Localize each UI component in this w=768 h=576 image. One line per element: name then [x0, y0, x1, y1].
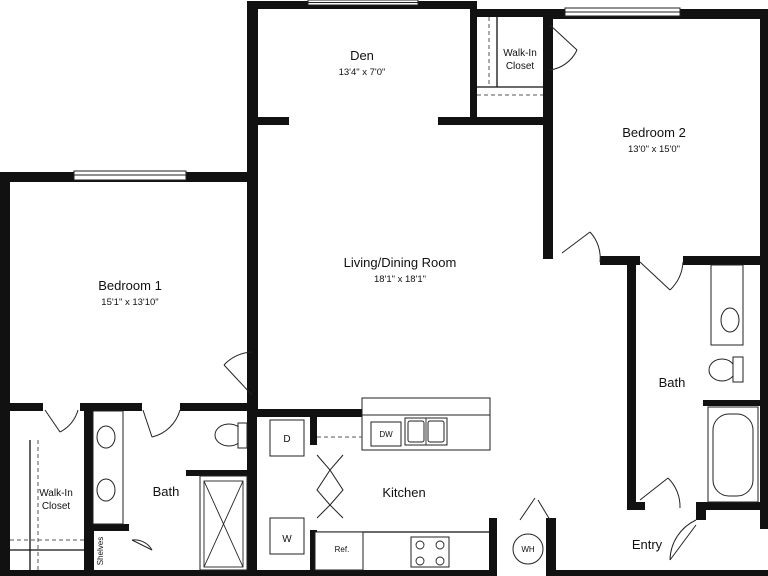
- kitchen-name: Kitchen: [382, 485, 425, 500]
- doors: [44, 24, 697, 561]
- bath-right-name: Bath: [659, 375, 686, 390]
- walkin-closet-left-line1: Walk-In: [39, 488, 73, 499]
- fixture-labels: D W DW Ref. WH Shelves: [96, 430, 535, 565]
- den-dims: 13'4" x 7'0": [339, 67, 386, 78]
- kitchen-fixtures: [269, 397, 544, 571]
- bedroom2-dims: 13'0" x 15'0": [628, 144, 680, 155]
- entry-name: Entry: [632, 537, 663, 552]
- windows: [73, 0, 681, 181]
- shelves-label: Shelves: [96, 537, 105, 565]
- walkin-closet-top-line2: Closet: [506, 61, 535, 72]
- room-labels: Den 13'4" x 7'0" Walk-In Closet Bedroom …: [39, 48, 686, 552]
- bath-left-name: Bath: [153, 484, 180, 499]
- refrigerator-label: Ref.: [335, 545, 350, 554]
- washer-label: W: [282, 534, 292, 545]
- bedroom2-name: Bedroom 2: [622, 125, 686, 140]
- dishwasher-label: DW: [379, 430, 393, 439]
- walkin-closet-left-line2: Closet: [42, 501, 71, 512]
- dryer-label: D: [283, 434, 290, 445]
- water-heater-label: WH: [521, 545, 535, 554]
- living-name: Living/Dining Room: [344, 255, 457, 270]
- closet-lines: [10, 17, 543, 570]
- bedroom1-dims: 15'1" x 13'10": [101, 297, 158, 308]
- living-dims: 18'1" x 18'1": [374, 274, 426, 285]
- den-name: Den: [350, 48, 374, 63]
- bath-fixtures: [92, 264, 759, 571]
- bedroom1-name: Bedroom 1: [98, 278, 162, 293]
- walkin-closet-top-line1: Walk-In: [503, 48, 537, 59]
